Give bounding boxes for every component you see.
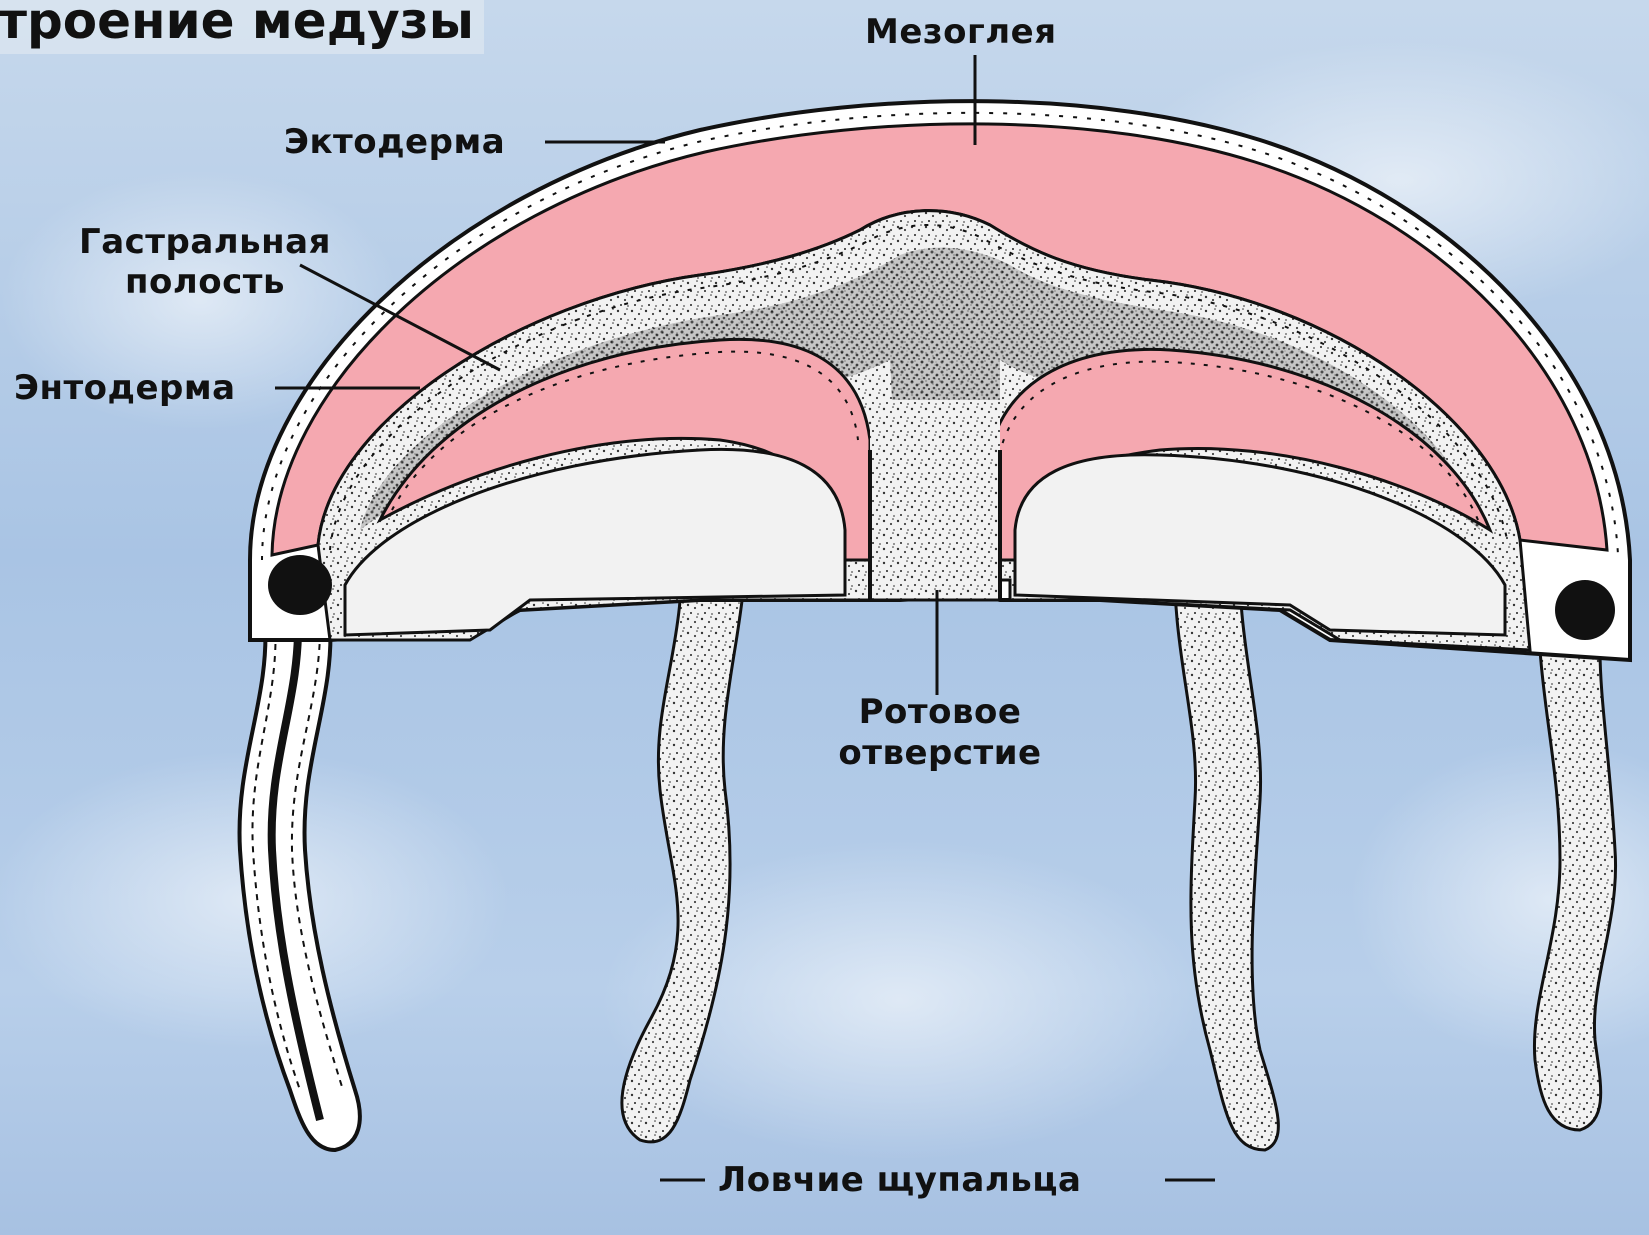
left-rim-node [268,555,332,615]
label-tentacles: Ловчие щупальца [718,1160,1081,1200]
mouth-column [870,400,1000,600]
label-ectoderm: Эктодерма [284,122,505,162]
label-endoderm: Энтодерма [14,368,236,408]
page-title: троение медузы [0,0,484,54]
label-mesoglea: Мезоглея [865,12,1057,52]
right-rim-node [1555,580,1615,640]
label-mouth-line2: отверстие [800,733,1080,773]
label-mouth-line1: Ротовое [800,692,1080,732]
label-gastral-cavity-line1: Гастральная [55,222,355,262]
label-gastral-cavity-line2: полость [55,262,355,302]
